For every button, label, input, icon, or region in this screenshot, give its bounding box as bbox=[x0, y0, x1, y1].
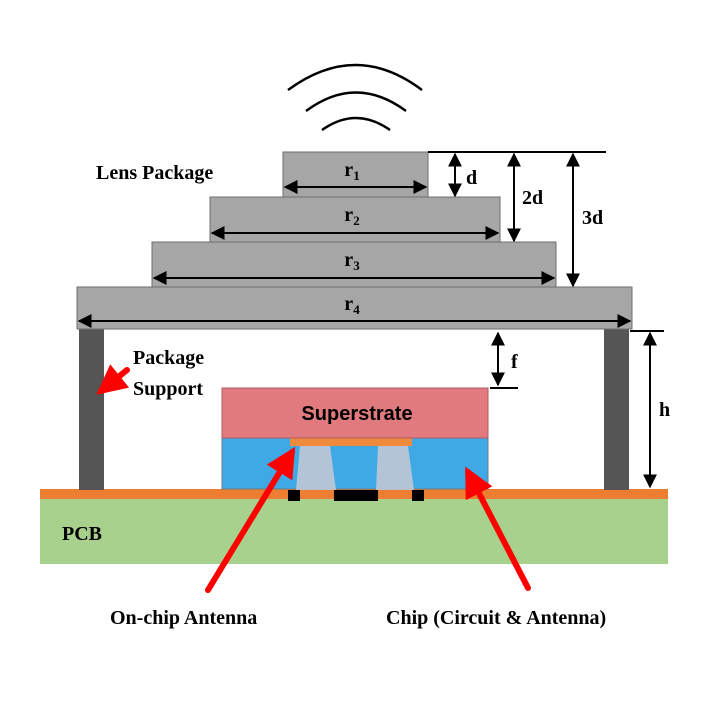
via-beam-left bbox=[296, 446, 336, 490]
superstrate-label: Superstrate bbox=[301, 403, 412, 425]
on-chip-antenna bbox=[290, 437, 412, 446]
2d-label: 2d bbox=[522, 187, 543, 209]
chip-pointer-arrow bbox=[465, 466, 531, 591]
package-support-left bbox=[79, 328, 104, 490]
via-beam-right bbox=[376, 446, 414, 490]
solder-bump-2 bbox=[334, 490, 378, 501]
3d-label: 3d bbox=[582, 207, 603, 229]
lens-package-label: Lens Package bbox=[96, 162, 213, 184]
solder-bump-1 bbox=[288, 490, 300, 501]
r1-label: r1 bbox=[344, 159, 359, 183]
h-label: h bbox=[659, 399, 670, 421]
d-label: d bbox=[466, 167, 477, 189]
r4-label: r4 bbox=[344, 293, 360, 317]
solder-bump-3 bbox=[412, 490, 424, 501]
f-label: f bbox=[511, 351, 518, 373]
on-chip-antenna-label: On-chip Antenna bbox=[110, 607, 257, 629]
r2-label: r2 bbox=[344, 204, 359, 228]
package-support-pointer-arrow bbox=[96, 364, 130, 395]
chip-label: Chip (Circuit & Antenna) bbox=[386, 607, 606, 629]
package-support-label: Package Support bbox=[133, 347, 209, 400]
on-chip-antenna-pointer-arrow bbox=[205, 446, 296, 593]
pcb-board bbox=[40, 498, 668, 564]
pcb-label: PCB bbox=[62, 523, 102, 545]
r3-label: r3 bbox=[344, 249, 360, 273]
package-support-right bbox=[604, 328, 629, 490]
radiation-waves-icon bbox=[287, 63, 423, 132]
superstrate bbox=[221, 387, 489, 439]
